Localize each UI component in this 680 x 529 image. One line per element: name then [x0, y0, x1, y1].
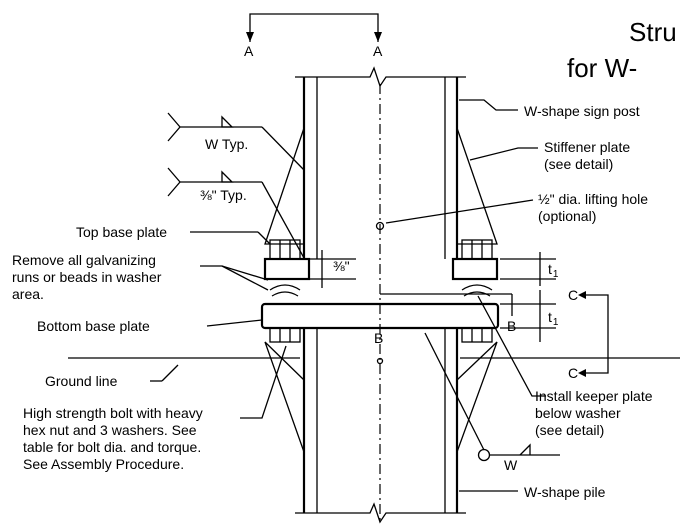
- section-a-left-label: A: [244, 43, 254, 59]
- callout-bolt-3: table for bolt dia. and torque.: [23, 439, 201, 455]
- gap-dimension: ⅜": [309, 250, 356, 288]
- lifting-hole: [375, 221, 385, 231]
- weld-symbol-w-bottom: W: [424, 332, 560, 473]
- callout-bolt-1: High strength bolt with heavy: [23, 405, 203, 421]
- callout-sign-post: W-shape sign post: [524, 103, 640, 119]
- section-a-marker: A A: [244, 13, 383, 59]
- callout-bolt-4: See Assembly Procedure.: [23, 456, 184, 472]
- callout-stiffener-2: (see detail): [544, 156, 613, 172]
- callout-keeper-3: (see detail): [535, 422, 604, 438]
- t1-top-label: t1: [548, 261, 559, 280]
- callout-lifting-hole-2: (optional): [538, 208, 596, 224]
- section-a-right-label: A: [373, 43, 383, 59]
- t1-bottom-label: t1: [548, 309, 559, 328]
- callout-keeper-2: below washer: [535, 405, 621, 421]
- weld-w-typ-label: W Typ.: [205, 136, 248, 152]
- callout-bottom-base: Bottom base plate: [37, 318, 150, 334]
- section-c-marker: C C: [568, 287, 609, 381]
- w-shape-pile: [264, 328, 498, 524]
- right-leaders: [385, 99, 546, 492]
- w-shape-sign-post: [295, 66, 466, 259]
- title-line-2: for W-: [567, 53, 637, 83]
- section-c-label-top: C: [568, 287, 578, 303]
- section-b-label-side: B: [507, 318, 516, 334]
- callout-keeper-1: Install keeper plate: [535, 388, 653, 404]
- callout-remove-2: runs or beads in washer: [12, 269, 162, 285]
- gap-label: ⅜": [333, 258, 350, 274]
- weld-symbol-w-typ: W Typ.: [167, 112, 305, 171]
- mid-washers: [269, 284, 493, 297]
- top-base-plate-right: [451, 257, 499, 281]
- bottom-bolt-nuts: [269, 327, 493, 343]
- callout-bolt-2: hex nut and 3 washers. See: [23, 422, 197, 438]
- callout-pile: W-shape pile: [524, 484, 606, 500]
- top-bolt-heads: [269, 239, 493, 260]
- callout-remove-1: Remove all galvanizing: [12, 252, 156, 268]
- left-leaders: [150, 231, 287, 419]
- title-line-1: Stru: [629, 17, 677, 47]
- callout-remove-3: area.: [12, 286, 44, 302]
- section-c-label-bottom: C: [568, 365, 578, 381]
- bottom-base-plate: [260, 302, 500, 330]
- callout-lifting-hole-1: ½" dia. lifting hole: [538, 191, 648, 207]
- top-base-plate-left: [263, 257, 311, 281]
- callout-top-base: Top base plate: [76, 224, 167, 240]
- section-b-label-top: B: [374, 330, 383, 346]
- stiffener-plates: [264, 127, 498, 245]
- weld-frac-typ-label: ⅜" Typ.: [200, 187, 247, 203]
- weld-w-bottom-label: W: [504, 457, 518, 473]
- callout-ground: Ground line: [45, 373, 118, 389]
- thickness-dimensions: t1 t1: [500, 252, 559, 342]
- weld-symbol-frac-typ: ⅜" Typ.: [167, 167, 305, 259]
- callout-stiffener-1: Stiffener plate: [544, 139, 630, 155]
- section-b-marker: B B: [374, 293, 516, 365]
